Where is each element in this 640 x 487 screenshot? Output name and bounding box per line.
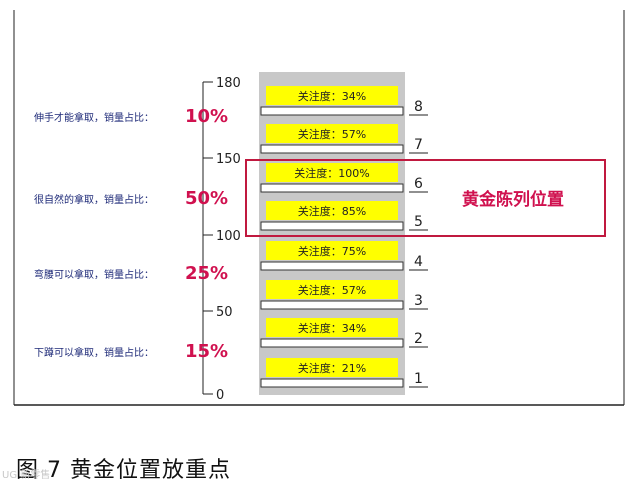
zone-sales-share: 25% bbox=[185, 263, 229, 284]
shelf-board bbox=[260, 221, 404, 231]
zone-sales-share: 50% bbox=[185, 188, 229, 209]
zone-description: 下蹲可以拿取，销量占比： bbox=[34, 348, 154, 359]
shelf-label-box bbox=[266, 318, 398, 337]
shelf-attention-label: 关注度：34% bbox=[298, 89, 366, 103]
shelf-label-box bbox=[266, 86, 398, 105]
zone-description: 弯腰可以拿取，销量占比： bbox=[34, 270, 154, 281]
shelf-label-box bbox=[266, 280, 398, 299]
shelf-board bbox=[260, 338, 404, 348]
shelf-board bbox=[260, 300, 404, 310]
zone-description: 很自然的拿取，销量占比： bbox=[34, 195, 154, 206]
shelf-label-box bbox=[266, 358, 398, 377]
watermark: UG 新零售 bbox=[2, 470, 51, 481]
shelf-number: 8 bbox=[414, 99, 423, 115]
zone-sales-share: 15% bbox=[185, 341, 229, 362]
shelf-board bbox=[260, 183, 404, 193]
shelf-attention-label: 关注度：21% bbox=[298, 361, 366, 375]
shelf-attention-label: 关注度：85% bbox=[298, 204, 366, 218]
shelf-attention-label: 关注度：100% bbox=[294, 166, 369, 180]
shelf-4: 关注度：75% 4 bbox=[260, 241, 428, 271]
shelf-2: 关注度：34% 2 bbox=[260, 318, 428, 348]
shelf-board bbox=[260, 261, 404, 271]
shelf-5: 关注度：85% 5 bbox=[260, 201, 428, 231]
axis-tick-label: 150 bbox=[216, 152, 241, 167]
zone-sales-share: 10% bbox=[185, 106, 229, 127]
shelf-label-box bbox=[266, 201, 398, 220]
shelf-label-box bbox=[266, 124, 398, 143]
axis-tick-label: 100 bbox=[216, 229, 241, 244]
axis-tick-label: 0 bbox=[216, 388, 224, 403]
shelf-board bbox=[260, 144, 404, 154]
shelf-8: 关注度：34% 8 bbox=[260, 86, 428, 116]
shelf-attention-label: 关注度：57% bbox=[298, 283, 366, 297]
shelf-label-box bbox=[266, 163, 398, 182]
shelf-board bbox=[260, 378, 404, 388]
shelf-board bbox=[260, 106, 404, 116]
shelf-7: 关注度：57% 7 bbox=[260, 124, 428, 154]
shelf-attention-label: 关注度：57% bbox=[298, 127, 366, 141]
axis-tick-label: 50 bbox=[216, 305, 233, 320]
shelf-number: 2 bbox=[414, 331, 423, 347]
shelf-number: 5 bbox=[414, 214, 423, 230]
shelf-number: 4 bbox=[414, 254, 423, 270]
axis-tick-label: 180 bbox=[216, 76, 241, 91]
zone-description: 伸手才能拿取，销量占比： bbox=[34, 113, 154, 124]
figure-caption: 图 7 黄金位置放重点 bbox=[16, 458, 231, 483]
shelf-number: 6 bbox=[414, 176, 423, 192]
shelf-3: 关注度：57% 3 bbox=[260, 280, 428, 310]
shelf-6: 关注度：100% 6 bbox=[260, 163, 428, 193]
shelf-attention-label: 关注度：75% bbox=[298, 244, 366, 258]
shelf-number: 3 bbox=[414, 293, 423, 309]
gold-zone-title: 黄金陈列位置 bbox=[462, 190, 564, 210]
shelf-number: 7 bbox=[414, 137, 423, 153]
gold-zone-box bbox=[245, 159, 606, 237]
shelf-number: 1 bbox=[414, 371, 423, 387]
shelf-1: 关注度：21% 1 bbox=[260, 358, 428, 388]
shelf-attention-label: 关注度：34% bbox=[298, 321, 366, 335]
shelf-label-box bbox=[266, 241, 398, 260]
